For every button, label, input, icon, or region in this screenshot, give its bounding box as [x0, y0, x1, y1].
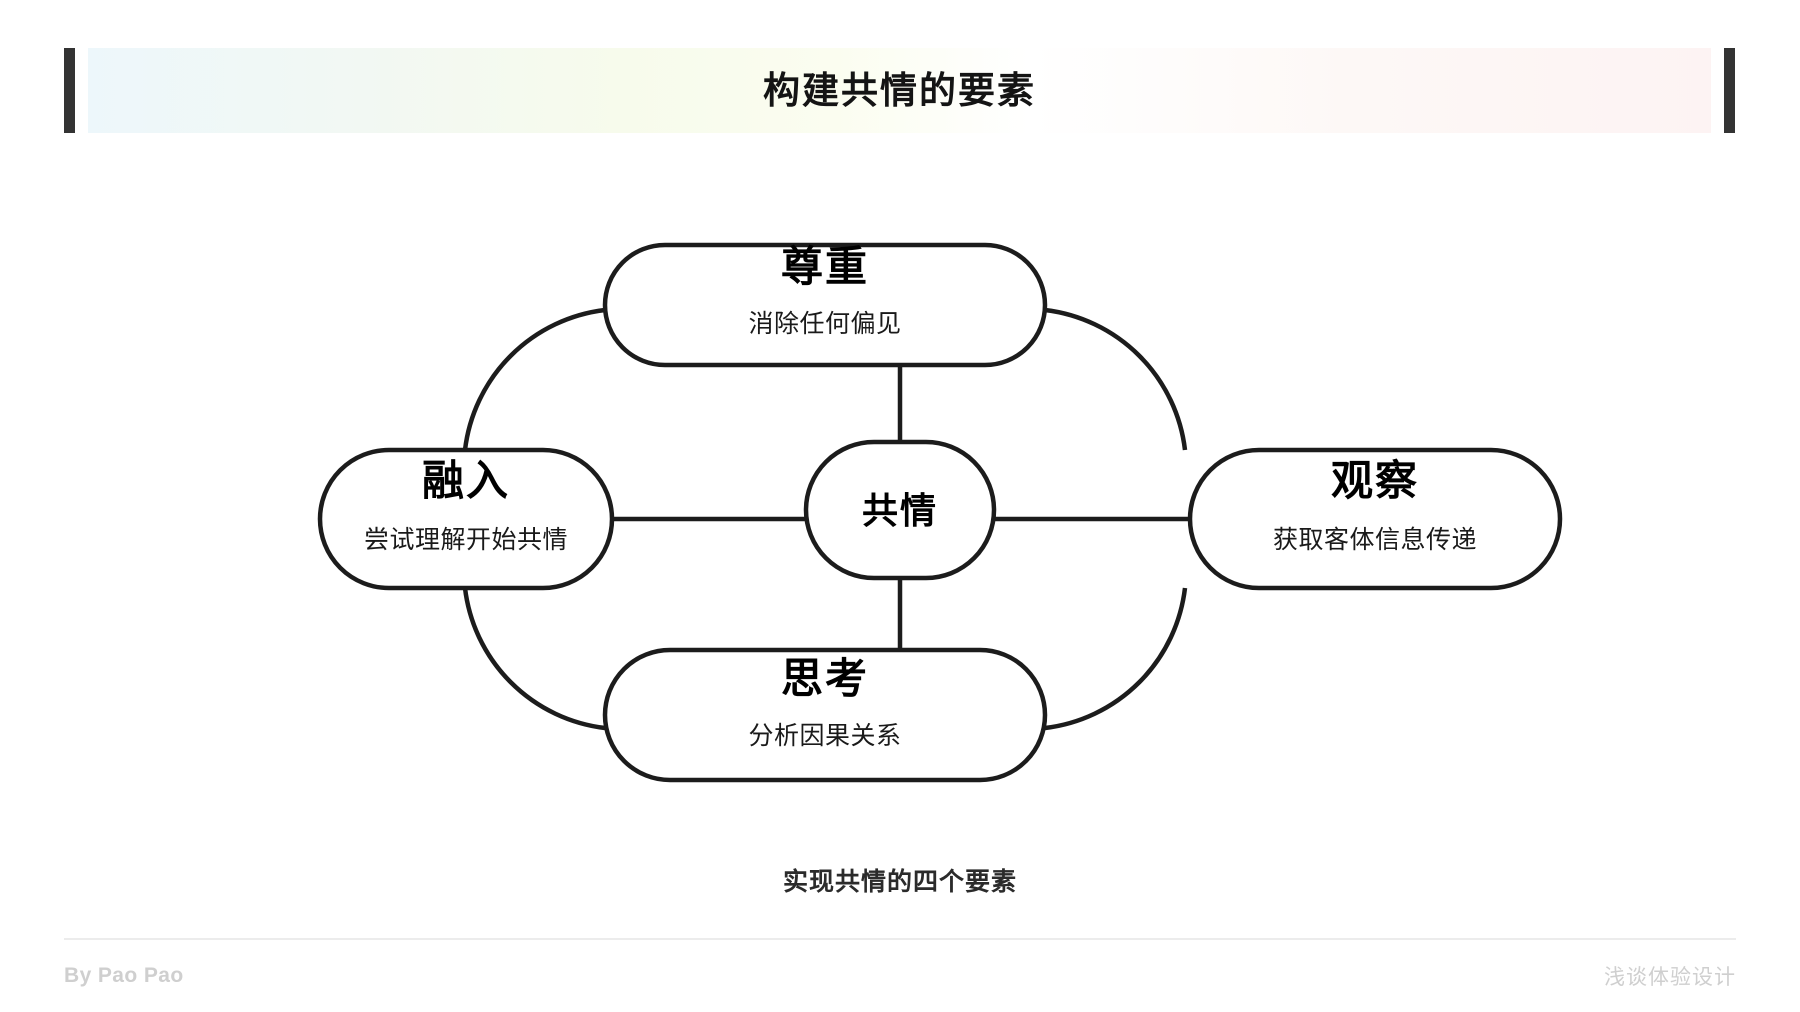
empathy-diagram: 尊重 消除任何偏见 观察 获取客体信息传递 思考 分析因果关系 融入 尝试理解开… — [0, 150, 1800, 850]
node-top-shape — [602, 242, 1048, 368]
title-accent-bar-left — [64, 48, 75, 133]
node-left[interactable]: 融入 尝试理解开始共情 — [317, 447, 615, 591]
edge-arc-bottom-left — [462, 587, 606, 731]
footer-series-title: 浅谈体验设计 — [1604, 966, 1736, 989]
node-right[interactable]: 观察 获取客体信息传递 — [1187, 447, 1563, 591]
node-center-title: 共情 — [862, 490, 938, 531]
node-bottom[interactable]: 思考 分析因果关系 — [602, 647, 1048, 783]
node-bottom-title: 思考 — [781, 655, 869, 702]
node-bottom-shape — [602, 647, 1048, 783]
diagram-svg: 尊重 消除任何偏见 观察 获取客体信息传递 思考 分析因果关系 融入 尝试理解开… — [317, 242, 1563, 783]
node-top[interactable]: 尊重 消除任何偏见 — [602, 242, 1048, 368]
node-right-shape — [1187, 447, 1563, 591]
slide-footer: By Pao Pao 浅谈体验设计 — [64, 938, 1736, 1012]
title-banner: 构建共情的要素 — [64, 48, 1735, 133]
footer-author: By Pao Pao — [64, 964, 184, 987]
node-center[interactable]: 共情 — [803, 439, 997, 581]
diagram-caption: 实现共情的四个要素 — [782, 868, 1017, 896]
node-right-title: 观察 — [1331, 457, 1419, 504]
edge-arc-top-left — [462, 307, 606, 451]
edge-arc-top-right — [1044, 307, 1188, 451]
title-accent-bar-right — [1724, 48, 1735, 133]
node-top-subtitle: 消除任何偏见 — [748, 310, 901, 338]
node-left-subtitle: 尝试理解开始共情 — [364, 526, 568, 554]
node-center-shape — [803, 439, 997, 581]
node-top-title: 尊重 — [781, 243, 869, 290]
edge-arc-bottom-right — [1044, 587, 1188, 731]
node-left-shape — [317, 447, 615, 591]
node-bottom-subtitle: 分析因果关系 — [748, 722, 901, 750]
node-left-title: 融入 — [422, 457, 510, 504]
node-right-subtitle: 获取客体信息传递 — [1273, 526, 1477, 554]
title-gradient-panel: 构建共情的要素 — [88, 48, 1711, 133]
page-title: 构建共情的要素 — [763, 70, 1036, 111]
